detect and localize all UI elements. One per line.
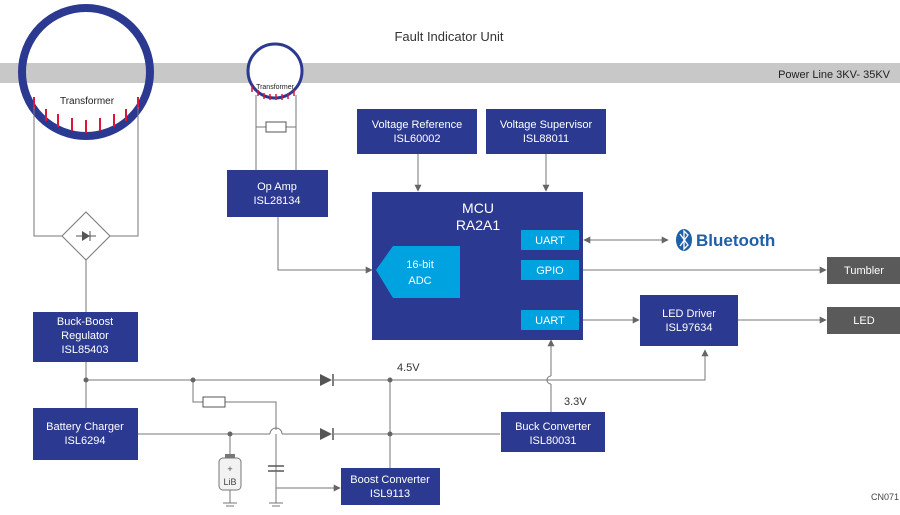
voltage-supervisor-part: ISL88011 — [523, 133, 569, 145]
power-line-label: Power Line 3KV- 35KV — [778, 69, 891, 81]
buck-boost-regulator-block: Buck-Boost Regulator ISL85403 — [33, 312, 138, 362]
tumbler-label: Tumbler — [844, 265, 884, 277]
voltage-reference-block: Voltage Reference ISL60002 — [357, 109, 477, 154]
junction-dots — [83, 377, 393, 437]
voltage-supervisor-name: Voltage Supervisor — [500, 119, 593, 131]
op-amp-block: Op Amp ISL28134 — [227, 170, 328, 217]
diagram-title: Fault Indicator Unit — [394, 29, 503, 44]
wires — [33, 95, 827, 492]
transformer-ring-icon — [18, 4, 154, 140]
led-block: LED — [827, 307, 900, 334]
bluetooth-label: Bluetooth — [696, 231, 775, 250]
diode-45v-icon — [320, 374, 334, 386]
voltage-reference-part: ISL60002 — [393, 133, 440, 145]
led-driver-block: LED Driver ISL97634 — [640, 295, 738, 346]
battery-charger-name: Battery Charger — [46, 421, 124, 433]
mcu-name: MCU — [462, 200, 494, 216]
uart-top-port — [521, 230, 579, 250]
tumbler-block: Tumbler — [827, 257, 900, 284]
capacitor-icon — [268, 465, 284, 507]
crossover-hop — [269, 427, 283, 435]
buck-boost-line1: Buck-Boost — [57, 316, 113, 328]
transformer-small-label: Transformer — [256, 84, 295, 91]
figure-id: CN071 — [871, 492, 899, 502]
buck-boost-line2: Regulator — [61, 330, 109, 342]
led-driver-name: LED Driver — [662, 308, 716, 320]
battery-charger-part: ISL6294 — [65, 435, 106, 447]
voltage-33v-label: 3.3V — [564, 396, 587, 408]
uart-bottom-label: UART — [535, 315, 565, 327]
uart-bottom-port — [521, 310, 579, 330]
boost-converter-block: Boost Converter ISL9113 — [341, 468, 440, 505]
transformer-small-ring-icon — [246, 42, 304, 100]
power-line-bar — [0, 63, 900, 83]
battery-label: LiB — [223, 477, 236, 487]
shunt-resistor-icon — [265, 121, 287, 133]
voltage-supervisor-block: Voltage Supervisor ISL88011 — [486, 109, 606, 154]
crossover-hop-2 — [546, 375, 552, 385]
buck-converter-block: Buck Converter ISL80031 — [501, 412, 605, 452]
battery-charger-block: Battery Charger ISL6294 — [33, 408, 138, 460]
uart-top-label: UART — [535, 235, 565, 247]
buck-converter-part: ISL80031 — [529, 435, 576, 447]
voltage-45v-label: 4.5V — [397, 362, 420, 374]
adc-line2: ADC — [408, 275, 431, 287]
mcu-block: MCU RA2A1 16-bit ADC UART GPIO UART — [372, 192, 583, 340]
resistor-icon — [202, 396, 226, 408]
mcu-part: RA2A1 — [456, 217, 501, 233]
transformer-small-coil-icon — [251, 86, 295, 100]
battery-icon: + LiB — [218, 454, 242, 507]
buck-boost-part: ISL85403 — [61, 344, 108, 356]
gpio-label: GPIO — [536, 265, 564, 277]
adc-block — [376, 246, 460, 298]
gpio-port — [521, 260, 579, 280]
op-amp-name: Op Amp — [257, 181, 297, 193]
op-amp-part: ISL28134 — [253, 195, 300, 207]
led-label: LED — [853, 315, 874, 327]
bluetooth-logo: Bluetooth — [676, 229, 775, 251]
diode-charger-icon — [320, 428, 334, 440]
buck-converter-name: Buck Converter — [515, 421, 591, 433]
small-transformer: Transformer — [246, 42, 304, 100]
transformer-large-label: Transformer — [60, 96, 115, 107]
voltage-reference-name: Voltage Reference — [372, 119, 463, 131]
led-driver-part: ISL97634 — [665, 322, 712, 334]
bridge-rectifier-icon — [61, 211, 111, 261]
adc-line1: 16-bit — [406, 259, 434, 271]
boost-converter-name: Boost Converter — [350, 474, 430, 486]
svg-text:+: + — [227, 464, 232, 474]
boost-converter-part: ISL9113 — [370, 488, 410, 500]
